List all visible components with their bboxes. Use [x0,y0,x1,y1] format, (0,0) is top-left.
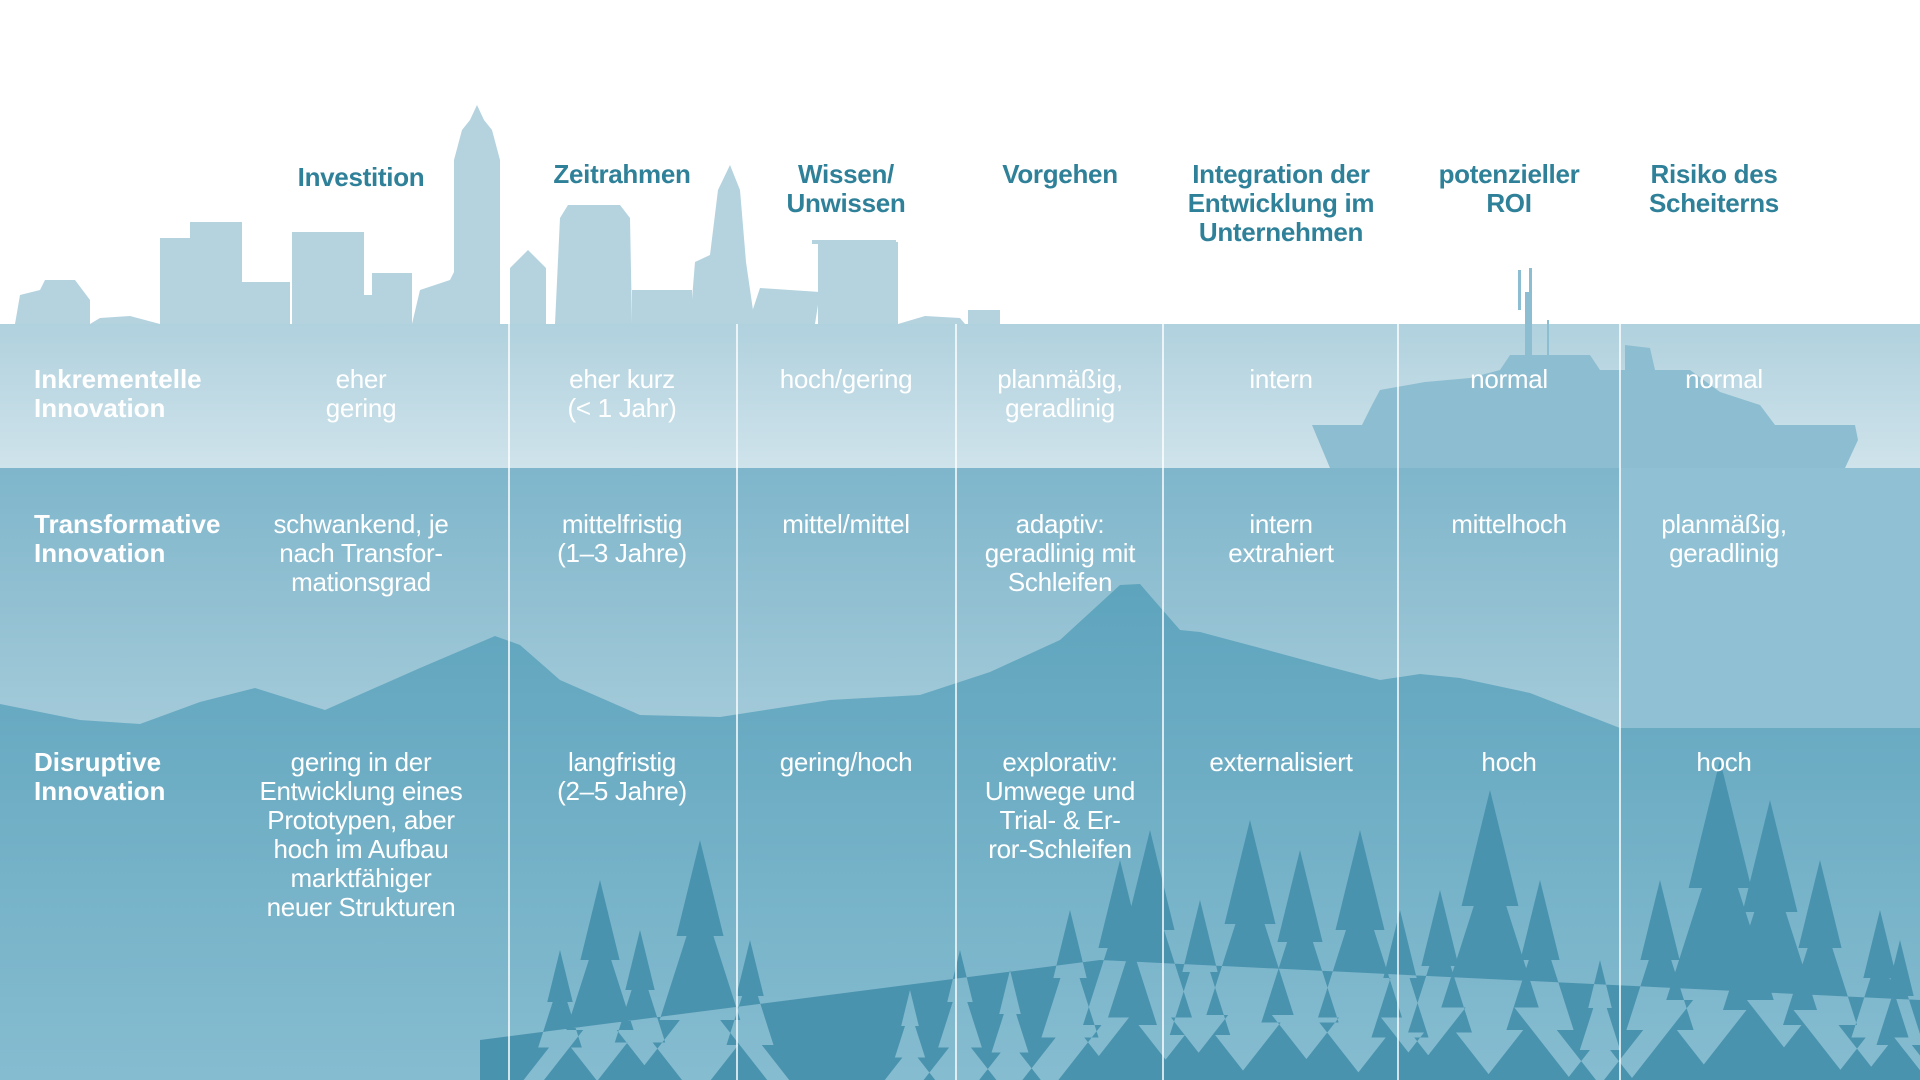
column-divider [955,324,957,1080]
cell-line: Prototypen, aber [267,805,455,835]
header-line: Scheiterns [1649,188,1779,218]
row-label-line: Disruptive [34,747,162,777]
cell-line: explorativ: [1002,747,1118,777]
cell-line: Umwege und [984,776,1136,806]
cell-line: adaptiv: [1015,509,1105,539]
header-line: Investition [297,162,425,192]
column-divider [736,324,738,1080]
cell-line: eher kurz [569,364,675,394]
header-line: Unwissen [786,188,906,218]
header-line: Zeitrahmen [553,159,691,189]
cell-line: hoch im Aufbau [273,834,449,864]
cell-line: mationsgrad [291,567,431,597]
table-cell: hoch [1394,748,1624,777]
table-cell: planmäßig,geradlinig [945,365,1175,423]
column-divider [1162,324,1164,1080]
cell-line: eher [335,364,387,394]
cell-line: gering/hoch [779,747,913,777]
table-cell: eher kurz(< 1 Jahr) [507,365,737,423]
cell-line: ror-Schleifen [988,834,1132,864]
table-cell: planmäßig,geradlinig [1609,510,1839,568]
column-header: Wissen/Unwissen [726,160,966,218]
ship-silhouette [1312,268,1858,468]
table-cell: mittelhoch [1394,510,1624,539]
cell-line: gering [325,393,397,423]
table-cell: normal [1394,365,1624,394]
cell-line: nach Transfor- [279,538,443,568]
header-line: Integration der [1192,159,1370,189]
table-cell: hoch/gering [731,365,961,394]
row-label-line: Inkrementelle [34,364,202,394]
header-line: Vorgehen [1002,159,1118,189]
cell-line: mittelfristig [561,509,683,539]
header-line: Entwicklung im [1187,188,1375,218]
cell-line: extrahiert [1228,538,1334,568]
header-line: potenzieller [1438,159,1580,189]
column-header: Zeitrahmen [502,160,742,189]
table-cell: langfristig(2–5 Jahre) [507,748,737,806]
cell-line: planmäßig, [1661,509,1787,539]
cell-line: geradlinig mit [984,538,1136,568]
column-header: Vorgehen [940,160,1180,189]
cell-line: Schleifen [1007,567,1113,597]
cell-line: hoch/gering [779,364,913,394]
cell-line: intern [1249,509,1313,539]
table-cell: externalisiert [1166,748,1396,777]
row-label-line: Innovation [34,538,166,568]
cell-line: normal [1470,364,1548,394]
cell-line: Trial- & Er- [999,805,1121,835]
cell-line: geradlinig [1005,393,1115,423]
cell-line: (1–3 Jahre) [557,538,687,568]
cell-line: (< 1 Jahr) [567,393,677,423]
tree [480,760,1920,1080]
table-cell: gering/hoch [731,748,961,777]
city-skyline [15,105,1000,324]
cell-line: mittelhoch [1451,509,1567,539]
cell-line: langfristig [568,747,676,777]
row-label-line: Innovation [34,776,166,806]
cell-line: intern [1249,364,1313,394]
column-header: Investition [241,163,481,192]
forest-silhouette [480,760,1920,1080]
header-line: Risiko des [1650,159,1778,189]
column-divider [1619,324,1621,1080]
column-divider [508,324,510,1080]
table-cell: mittel/mittel [731,510,961,539]
header-line: ROI [1486,188,1532,218]
header-line: Unternehmen [1198,217,1364,247]
cell-line: planmäßig, [997,364,1123,394]
cell-line: mittel/mittel [782,509,910,539]
cell-line: externalisiert [1209,747,1353,777]
cell-line: neuer Strukturen [266,892,456,922]
cell-line: geradlinig [1669,538,1779,568]
cell-line: normal [1685,364,1763,394]
cell-line: hoch [1696,747,1752,777]
row-label-line: Innovation [34,393,166,423]
cell-line: gering in der [290,747,432,777]
table-cell: mittelfristig(1–3 Jahre) [507,510,737,568]
cell-line: schwankend, je [273,509,449,539]
header-line: Wissen/ [798,159,894,189]
cell-line: marktfähiger [290,863,432,893]
row-label-line: Transformative [34,509,221,539]
table-cell: hoch [1609,748,1839,777]
table-cell: intern [1166,365,1396,394]
table-cell: normal [1609,365,1839,394]
cell-line: (2–5 Jahre) [557,776,687,806]
column-divider [1397,324,1399,1080]
cell-line: hoch [1481,747,1537,777]
cell-line: Entwicklung eines [259,776,463,806]
